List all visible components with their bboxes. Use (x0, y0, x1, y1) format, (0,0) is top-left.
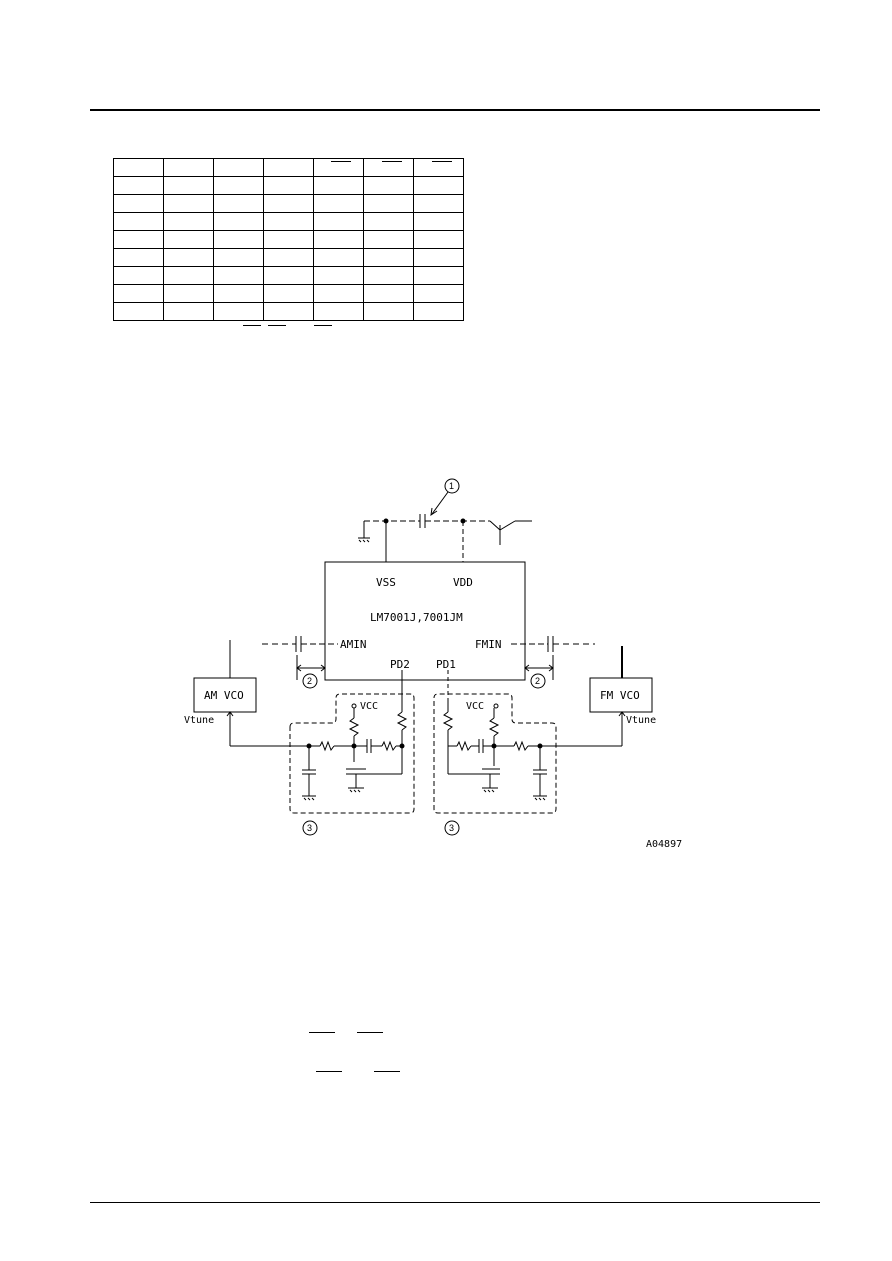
svg-text:FM VCO: FM VCO (600, 689, 640, 702)
overbar (382, 161, 402, 162)
am-vco-block: AM VCO Vtune (184, 640, 257, 746)
chip-outline (324, 561, 526, 681)
table-row (113, 230, 464, 249)
overbar (374, 1071, 400, 1072)
overbar (314, 325, 332, 326)
vss-label: VSS (376, 576, 396, 589)
pd1-label: PD1 (436, 658, 456, 671)
overbar (331, 161, 351, 162)
table-row (113, 212, 464, 231)
overbar (357, 1032, 383, 1033)
footer-rule (90, 1202, 820, 1203)
application-circuit-diagram: 1 VSS VDD LM7001J,7001JM AMIN FMIN PD2 P… (184, 478, 682, 850)
table-row (113, 158, 464, 177)
table-row (113, 302, 464, 321)
am-vtune-label: Vtune (184, 715, 214, 726)
chip-label: LM7001J,7001JM (370, 611, 463, 624)
fmin-input-capacitor (511, 636, 595, 680)
callout-2-left: 2 (302, 673, 318, 689)
table-row (113, 248, 464, 267)
svg-text:VCC: VCC (466, 701, 484, 712)
supply-bypass-capacitor (358, 514, 490, 543)
callout-2-right: 2 (530, 673, 546, 689)
table-row (113, 176, 464, 195)
svg-text:2: 2 (535, 676, 540, 686)
header-rule (90, 109, 820, 111)
figure-id: A04897 (646, 839, 682, 850)
overbar (309, 1032, 335, 1033)
table-row (113, 266, 464, 285)
svg-text:3: 3 (307, 823, 312, 833)
overbar (268, 325, 286, 326)
svg-text:VCC: VCC (360, 701, 378, 712)
vdd-label: VDD (453, 576, 473, 589)
callout-1: 1 (430, 478, 460, 517)
svg-text:2: 2 (307, 676, 312, 686)
overbar (432, 161, 452, 162)
pd2-label: PD2 (390, 658, 410, 671)
amin-input-capacitor (262, 636, 338, 680)
blank-table (113, 158, 464, 321)
svg-text:AM VCO: AM VCO (204, 689, 244, 702)
callout-3-left: 3 (302, 820, 318, 836)
table-row (113, 194, 464, 213)
fm-vtune-label: Vtune (626, 715, 656, 726)
svg-text:3: 3 (449, 823, 454, 833)
svg-text:1: 1 (449, 481, 454, 491)
callout-3-right: 3 (444, 820, 460, 836)
fmin-label: FMIN (475, 638, 502, 651)
overbar (316, 1071, 342, 1072)
table-row (113, 284, 464, 303)
fm-loop-filter: VCC (433, 693, 622, 814)
amin-label: AMIN (340, 638, 367, 651)
fm-vco-block: FM VCO Vtune (589, 646, 656, 746)
overbar (243, 325, 261, 326)
am-loop-filter: VCC (230, 693, 415, 814)
transistor-symbol (489, 520, 532, 545)
